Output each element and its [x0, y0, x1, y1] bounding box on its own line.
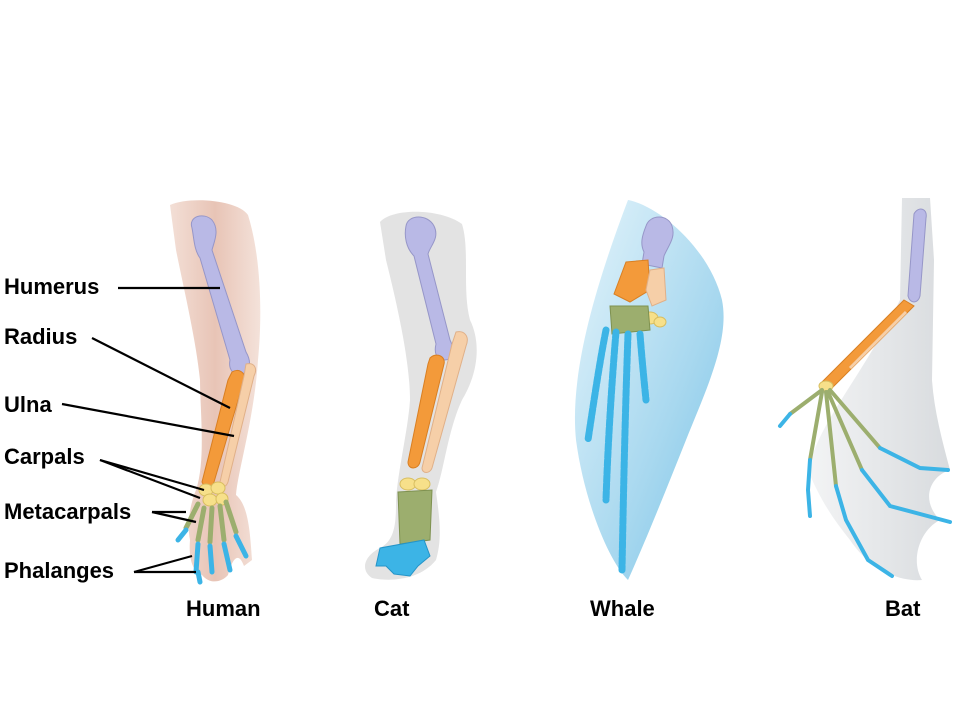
label-humerus: Humerus [4, 274, 100, 299]
whale-phalanges [584, 326, 650, 574]
label-phalanges: Phalanges [4, 558, 115, 583]
cat-leg [365, 211, 477, 580]
cat-radius [407, 354, 445, 469]
caption-bat: Bat [885, 596, 921, 621]
radius-leader [91, 337, 231, 409]
whale-radius [613, 259, 651, 303]
cat-metacarpals [397, 489, 433, 545]
cat-phalanges [375, 539, 431, 577]
bat-metacarpals [788, 388, 882, 488]
bat-phalanges [778, 412, 952, 578]
cat-carpals [399, 477, 431, 491]
bat-humerus [907, 208, 927, 303]
whale-body-outline [574, 200, 724, 580]
human-metacarpals [183, 499, 239, 545]
label-metacarpals: Metacarpals [4, 499, 132, 524]
whale-ulna [645, 267, 667, 307]
label-ulna: Ulna [4, 392, 52, 417]
human-skin-outline [170, 200, 261, 582]
human-phalanges [175, 527, 249, 585]
bat-wing [778, 198, 952, 581]
whale-metacarpals [609, 305, 651, 335]
cat-ulna [421, 331, 468, 473]
ulna-leader [61, 402, 235, 438]
carpals-leader-2 [99, 458, 201, 500]
caption-human: Human [186, 596, 261, 621]
phalanges-leader-1 [133, 554, 193, 574]
bat-ulna [848, 310, 908, 370]
metacarpals-leader-2 [151, 510, 197, 524]
label-carpals: Carpals [4, 444, 85, 469]
cat-fur-outline [365, 211, 477, 580]
leader-lines [61, 286, 235, 574]
caption-whale: Whale [590, 596, 655, 621]
human-arm [170, 200, 261, 585]
carpals-leader-1 [99, 458, 205, 492]
caption-cat: Cat [374, 596, 410, 621]
whale-flipper [574, 200, 724, 580]
human-radius [201, 369, 245, 487]
label-radius: Radius [4, 324, 78, 349]
whale-humerus [641, 216, 674, 269]
